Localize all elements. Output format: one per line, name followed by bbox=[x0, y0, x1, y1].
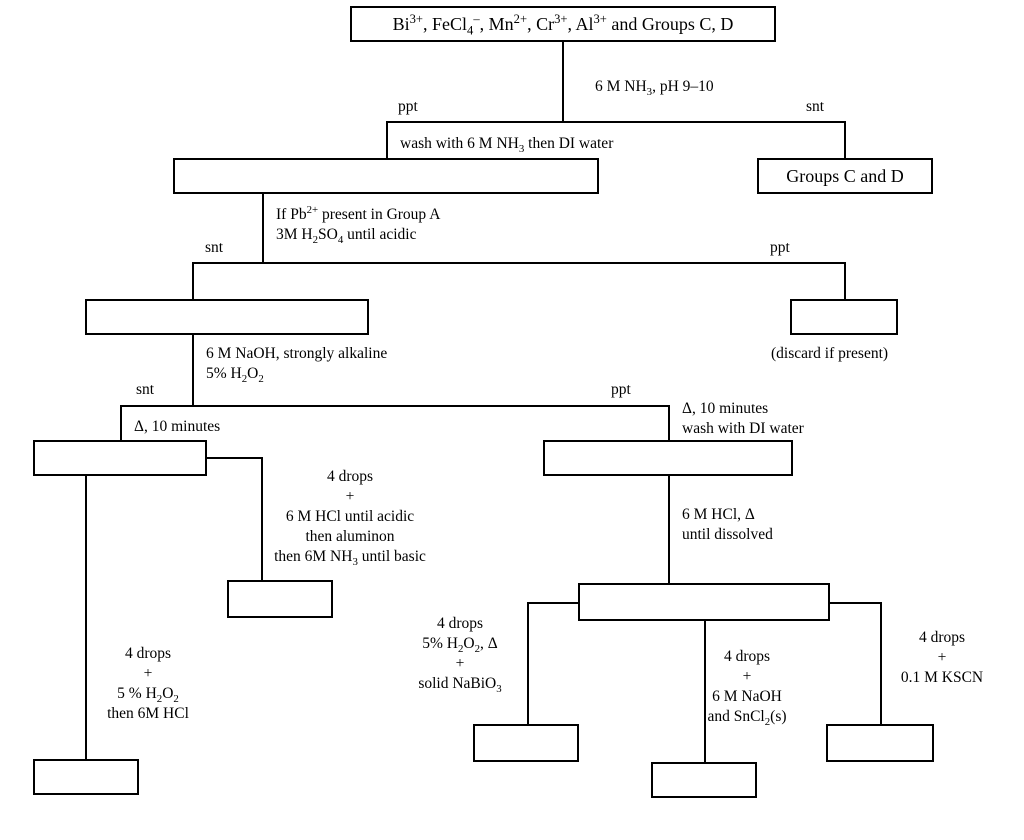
cation-mixture-box: Bi3+, FeCl4–, Mn2+, Cr3+, Al3+ and Group… bbox=[350, 6, 776, 42]
connector bbox=[844, 262, 846, 300]
chromium-result-box bbox=[33, 759, 139, 795]
instruction-line: 6 M NaOH bbox=[712, 688, 782, 705]
sulfuric-acid-line: 3M H2SO4 until acidic bbox=[276, 226, 417, 247]
connector bbox=[668, 405, 670, 440]
connector bbox=[192, 262, 846, 264]
instruction-line: then aluminon bbox=[305, 528, 395, 545]
instruction-line: 5 % H2O2 bbox=[117, 685, 179, 706]
cation-mixture-text: Bi3+, FeCl4–, Mn2+, Cr3+, Al3+ and Group… bbox=[392, 11, 734, 38]
groups-c-d-box: Groups C and D bbox=[757, 158, 933, 194]
instruction-line: then 6M NH3 until basic bbox=[274, 548, 426, 569]
heat-wash-label-right: Δ, 10 minutes wash with DI water bbox=[682, 399, 804, 439]
heat-line: Δ, 10 minutes bbox=[682, 400, 769, 417]
snt-label: snt bbox=[205, 239, 224, 256]
iron-test-instructions: 4 drops +0.1 M KSCN bbox=[880, 628, 1004, 688]
ppt-label: ppt bbox=[398, 98, 418, 115]
connector bbox=[880, 602, 882, 725]
instruction-line: 4 drops bbox=[326, 468, 374, 485]
instruction-line: solid NaBiO3 bbox=[418, 675, 502, 696]
connector bbox=[120, 405, 122, 440]
connector bbox=[527, 602, 529, 725]
ppt-label: ppt bbox=[611, 381, 631, 398]
connector bbox=[386, 121, 846, 123]
connector bbox=[668, 476, 670, 584]
hydroxide-precipitate-box bbox=[173, 158, 599, 194]
instruction-line: 6 M HCl until acidic bbox=[285, 508, 415, 525]
lead-sulfate-box bbox=[790, 299, 898, 335]
connector bbox=[85, 476, 87, 760]
bismuth-result-box bbox=[651, 762, 757, 798]
manganese-test-instructions: 4 drops 5% H2O2, Δ+ solid NaBiO3 bbox=[400, 614, 520, 696]
instruction-line: 0.1 M KSCN bbox=[900, 669, 984, 686]
supernatant-box bbox=[85, 299, 369, 335]
heat-label-left: Δ, 10 minutes bbox=[134, 418, 221, 435]
instruction-line: 4 drops bbox=[918, 629, 966, 646]
connector bbox=[704, 621, 706, 763]
naoh-line: 6 M NaOH, strongly alkaline bbox=[206, 345, 388, 362]
groups-c-d-label: Groups C and D bbox=[786, 165, 904, 186]
instruction-line: + bbox=[742, 668, 752, 685]
instruction-line: + bbox=[345, 488, 355, 505]
bismuth-test-instructions: 4 drops +6 M NaOH and SnCl2(s) bbox=[688, 647, 806, 729]
discard-note: (discard if present) bbox=[771, 345, 889, 362]
aluminate-chromate-box bbox=[33, 440, 207, 476]
instruction-line: + bbox=[937, 649, 947, 666]
lead-condition-text: If Pb2+ present in Group A 3M H2SO4 unti… bbox=[276, 203, 441, 247]
connector bbox=[207, 457, 263, 459]
naoh-reagent-text: 6 M NaOH, strongly alkaline 5% H2O2 bbox=[206, 344, 388, 386]
connector bbox=[562, 42, 564, 122]
connector bbox=[527, 602, 579, 604]
aluminum-result-box bbox=[227, 580, 333, 618]
connector bbox=[261, 457, 263, 581]
instruction-line: 5% H2O2, Δ bbox=[422, 635, 498, 656]
ppt-label: ppt bbox=[770, 239, 790, 256]
connector bbox=[192, 262, 194, 300]
instruction-line: + bbox=[455, 655, 465, 672]
snt-label: snt bbox=[136, 381, 155, 398]
dissolve-instructions: 6 M HCl, Δ until dissolved bbox=[682, 505, 773, 545]
ammonia-reagent-label: 6 M NH3, pH 9–10 bbox=[595, 78, 714, 99]
dissolved-solution-box bbox=[578, 583, 830, 621]
instruction-line: + bbox=[143, 665, 153, 682]
connector bbox=[829, 602, 882, 604]
instruction-line: and SnCl2(s) bbox=[707, 708, 787, 729]
instruction-line: 4 drops bbox=[124, 645, 172, 662]
aluminum-test-instructions: 4 drops +6 M HCl until acidic then alumino… bbox=[262, 467, 438, 569]
connector bbox=[262, 194, 264, 263]
instruction-line: 4 drops bbox=[436, 615, 484, 632]
instruction-line: 4 drops bbox=[723, 648, 771, 665]
mn-fe-bi-precipitate-box bbox=[543, 440, 793, 476]
peroxide-line: 5% H2O2 bbox=[206, 365, 264, 386]
until-dissolved-line: until dissolved bbox=[682, 526, 773, 543]
manganese-result-box bbox=[473, 724, 579, 762]
wash-instruction: wash with 6 M NH3 then DI water bbox=[400, 135, 614, 156]
iron-result-box bbox=[826, 724, 934, 762]
connector bbox=[844, 121, 846, 158]
lead-condition-line1: If Pb2+ present in Group A bbox=[276, 203, 441, 223]
wash-line: wash with DI water bbox=[682, 420, 804, 437]
hcl-heat-line: 6 M HCl, Δ bbox=[682, 506, 755, 523]
connector bbox=[192, 335, 194, 407]
instruction-line: then 6M HCl bbox=[107, 705, 189, 722]
connector bbox=[120, 405, 670, 407]
connector bbox=[386, 121, 388, 158]
snt-label: snt bbox=[806, 98, 825, 115]
